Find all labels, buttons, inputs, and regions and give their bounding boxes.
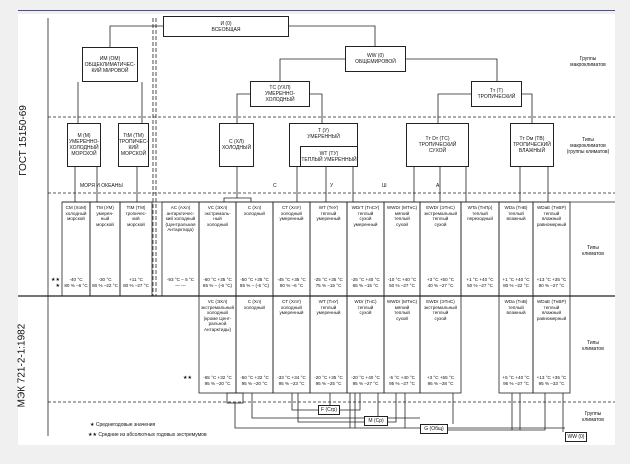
gost-climate-type-name: VC (ЭХл) экстремаль- ный холодный <box>204 205 231 227</box>
gost-climate-type-values: -93 °C – 5 °C — — <box>166 277 195 288</box>
ttdt-box: Тт Dт (ТС) ТРОПИЧЕСКИЙ СУХОЙ <box>406 123 469 167</box>
seas-label: МОРЯ И ОКЕАНЫ <box>80 183 123 189</box>
gost-climate-type-name: WTa (ТнПр) теплый переходный <box>467 205 493 221</box>
gost-climate-type-name: TM (УМ) умерен- ный морской <box>96 205 114 227</box>
iec-climate-type-name: WT (ТнУ) теплый умеренный <box>316 299 341 315</box>
iec-climate-type-values: -20 °C +40 °C 95 % –27 °C <box>351 375 380 386</box>
gost-climate-type-name: TtM (ТМ) тропичес- кий морской <box>125 205 147 227</box>
iec-climate-type-name: EWDr (ЭТнС) экстремальный теплый сухой <box>423 299 458 321</box>
tc-box: ТС (УХЛ) УМЕРЕННО-ХОЛОДНЫЙ <box>250 81 310 107</box>
gost-cell-border <box>119 201 153 297</box>
top-rule <box>18 10 615 11</box>
iec-climate-type-name: VC (ЭХл) экстремальный холодный (кроме Ц… <box>200 299 235 332</box>
iec-climate-type-values: -20 °C +35 °C 95 % –25 °C <box>314 375 343 386</box>
macro-groups-label: Группы макроклиматов <box>570 56 606 68</box>
iec-climate-type-values: +13 °C +35 °C 95 % –33 °C <box>536 375 567 386</box>
iec-climate-type-name: WDa (ТнВ) теплый влажный <box>504 299 528 315</box>
im-box: ИМ (ОМ) ОБЩЕКЛИМАТИЧЕС- КИЙ МИРОВОЙ <box>82 47 138 82</box>
iec-climate-type-name: WDaE (ТнВР) теплый влажный равномерный <box>536 299 567 321</box>
gost-climate-type-values: -25 °C +35 °C 75 % –15 °C <box>314 277 343 288</box>
iec-climate-type-values: -33 °C +34 °C 95 % –23 °C <box>277 375 306 386</box>
iec-climate-type-values: +3 °C +55 °C 95 % –28 °C <box>426 375 455 386</box>
gost-climate-type-values: -45 °C +35 °C 80 % –6 °C <box>277 277 306 288</box>
gost-climate-type-name: CT (ХлУ) холодный умеренный <box>279 205 304 221</box>
group-m-box: M (Ср) <box>364 416 388 426</box>
gost-climate-type-name: WDrT (ТнСУ) теплый сухой умеренный <box>351 205 380 227</box>
gost-climate-type-name: C (Хл) холодный <box>244 205 265 216</box>
ttdm-box: Тт Dм (ТВ) ТРОПИЧЕСКИЙ ВЛАЖНЫЙ <box>510 123 554 167</box>
gost-label: ГОСТ 15150-69 <box>17 105 29 176</box>
group-f-box: F (Сгр) <box>318 405 340 415</box>
iec-climate-type-values: +5 °C +40 °C 95 % –27 °C <box>502 375 530 386</box>
group-g-box: G (Общ) <box>420 424 448 434</box>
iec-climate-type-name: WWDr (МТнС) мягкий теплый сухой <box>386 299 418 321</box>
iec-climate-type-name: C (Хл) холодный <box>244 299 265 310</box>
tt-box: Тт (Т) ТРОПИЧЕСКИЙ <box>471 81 522 107</box>
group-ww-box: WW (0) <box>565 432 587 442</box>
root-box: И (0) ВСЕОБЩАЯ <box>163 16 289 37</box>
c-box: С (ХЛ) ХОЛОДНЫЙ <box>219 123 254 167</box>
tm-box: ТtМ (ТМ) ТРОПИЧЕС- КИЙ МОРСКОЙ <box>118 123 149 167</box>
gost-climate-type-values: -40 °C 80 % –6 °C <box>64 277 88 288</box>
gost-climate-type-values: +11 °C 80 % –27 °C <box>123 277 149 288</box>
gost-climate-type-name: WT (ТеУ) теплый умеренный <box>316 205 341 221</box>
gost-climate-type-name: EWDr (ЭТнС) экстремальный теплый сухой <box>423 205 458 227</box>
gost-climate-type-name: WDaE (ТнВР) теплый влажный равномерный <box>536 205 567 227</box>
gost-climate-type-values: +3 °C +50 °C 40 % –27 °C <box>426 277 455 288</box>
ww-box: WW (0) ОБЩЕМИРОВОЙ <box>345 46 406 72</box>
gost-climate-type-values: -60 °C +35 °C 85 % – (-6 °C) <box>202 277 233 288</box>
zone-sh-label: Ш <box>382 183 387 189</box>
gost-climate-type-name: AC (АХл) антарктичес- кий холодный (Цент… <box>165 205 196 232</box>
climate-groups-label: Группы климатов <box>582 411 604 423</box>
m-box: М (М) УМЕРЕННО- ХОЛОДНЫЙ МОРСКОЙ <box>67 123 101 167</box>
gost-climate-type-values: -25 °C +40 °C 65 % –15 °C <box>351 277 380 288</box>
gost-climate-type-values: -10 °C +40 °C 50 % –27 °C <box>387 277 417 288</box>
iec-cell-border <box>419 295 462 394</box>
climate-types-top-label: Типы климатов <box>582 245 604 257</box>
gost-climate-type-values: -50 °C +35 °C 85 % – (-6 °C) <box>239 277 270 288</box>
iec-climate-type-values: -5 °C +40 °C 95 % –27 °C <box>388 375 415 386</box>
iec-climate-type-values: -65 °C +32 °C 95 % –20 °C <box>203 375 232 386</box>
legend-annual: ★ Среднегодовые значения <box>90 422 156 428</box>
wt-box: WT (ТУ) ТЕПЛЫЙ УМЕРЕННЫЙ <box>300 146 358 167</box>
gost-climate-type-values: +1 °C +40 °C 80 % –22 °C <box>502 277 530 288</box>
zone-a-label: А <box>436 183 440 189</box>
gost-climate-type-name: WWDr (МТнС) мягкий теплый сухой <box>386 205 418 227</box>
macro-types-label: Типы макроклиматов (группы климатов) <box>566 137 610 155</box>
legend-extremes: ★★ Средние из абсолютных годовых экстрем… <box>88 432 207 438</box>
iec-cell-border <box>532 295 571 394</box>
gost-climate-type-values: -30 °C 80 % –22 °C <box>92 277 118 288</box>
stars-top: ★★ ★ <box>51 277 60 289</box>
gost-climate-type-values: +13 °C +35 °C 80 % –27 °C <box>536 277 567 288</box>
stars-bottom: ★★ <box>183 375 192 381</box>
iec-climate-type-values: -50 °C +32 °C 95 % –20 °C <box>240 375 269 386</box>
iec-climate-type-name: WDr (ТнС) теплый сухой <box>354 299 377 315</box>
gost-climate-type-name: CM (ХоМ) холодный морской <box>65 205 87 221</box>
zone-s-label: С <box>273 183 277 189</box>
gost-climate-type-name: WDa (ТнВ) теплый влажный <box>504 205 528 221</box>
zone-u-label: У <box>330 183 334 189</box>
climate-types-bottom-label: Типы климатов <box>582 340 604 352</box>
iec-label: МЭК 721-2-1:1982 <box>16 323 28 408</box>
iec-climate-type-name: CT (ХлУ) холодный умеренный <box>279 299 304 315</box>
gost-climate-type-values: +1 °C +40 °C 50 % –27 °C <box>466 277 494 288</box>
